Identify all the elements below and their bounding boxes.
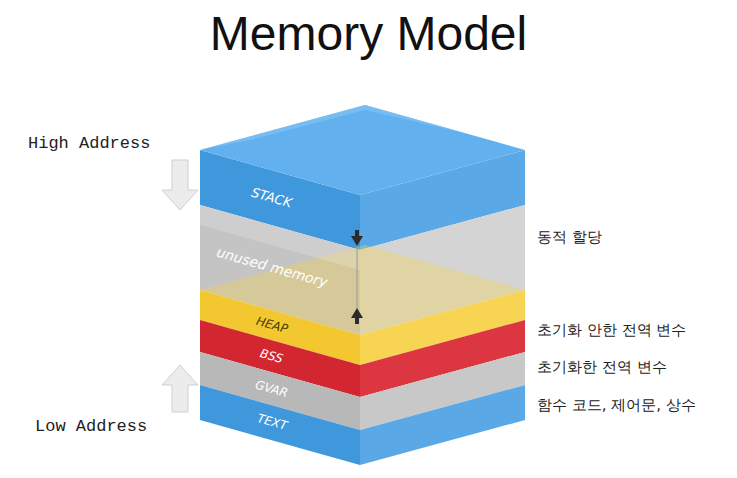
low-address-arrow [162, 365, 198, 412]
stack-top-highlight [200, 105, 525, 150]
stack-top-face [200, 105, 525, 195]
title: Memory Model [0, 6, 737, 61]
address-label: Low Address [35, 417, 147, 436]
segment-note: 초기화한 전역 변수 [537, 358, 667, 377]
heap-grow-arrow [351, 308, 363, 318]
heap-grow-shaft [355, 317, 359, 324]
segment-note: 초기화 안한 전역 변수 [537, 321, 686, 340]
segment-note: 동적 할당 [537, 228, 602, 247]
address-label: High Address [28, 134, 150, 153]
stack-grow-shaft [355, 230, 359, 237]
text-right-face [360, 385, 525, 465]
stack-grow-arrow [351, 236, 363, 246]
segment-note: 함수 코드, 제어문, 상수 [537, 396, 696, 415]
high-address-arrow [162, 160, 198, 210]
growth-line [357, 240, 358, 318]
